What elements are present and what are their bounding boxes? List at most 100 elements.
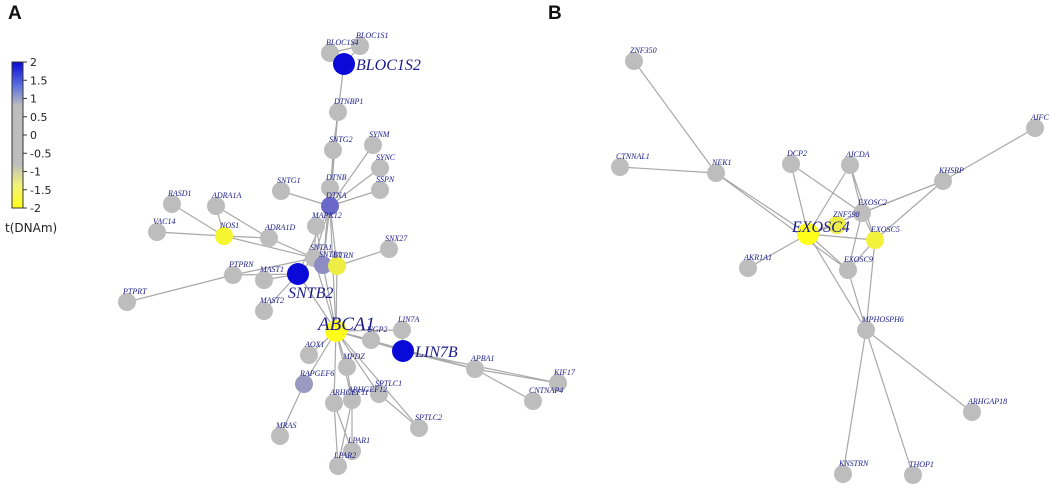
node-sptlc2 <box>410 419 428 437</box>
colorbar-tick-label: 2 <box>30 56 37 69</box>
node-arhgap18 <box>963 403 981 421</box>
node-label-khsrp: KHSRP <box>938 166 964 175</box>
node-akr1a1 <box>739 259 757 277</box>
edge-exosc4-akr1a1 <box>747 233 809 269</box>
edge-abca1-arhgef11 <box>333 330 337 404</box>
node-label-znf598: ZNF598 <box>833 210 860 219</box>
node-mphosph6 <box>857 321 875 339</box>
node-label-sptlc2: SPTLC2 <box>415 413 442 422</box>
node-ptprt <box>118 293 136 311</box>
colorbar: 21.510.50-0.5-1-1.5-2 t(DNAm) <box>5 56 57 235</box>
node-label-znf350: ZNF350 <box>630 46 657 55</box>
node-label-cntnap4: CNTNAP4 <box>529 386 563 395</box>
node-sntb2 <box>287 263 309 285</box>
edge-aicda-exosc4 <box>807 164 851 235</box>
node-label-nos1: NOS1 <box>219 221 239 230</box>
node-label-ptprn: PTPRN <box>228 260 254 269</box>
node-label-abca1: ABCA1 <box>316 314 375 335</box>
edge-dcp2-exosc4 <box>790 163 809 235</box>
edge-exosc4-mphosph6 <box>807 233 867 331</box>
node-label-lpar1: LPAR1 <box>347 436 370 445</box>
node-sptlc1 <box>370 385 388 403</box>
edge-dtna-utrn <box>329 205 338 267</box>
colorbar-tick-label: 1 <box>30 93 37 106</box>
edge-arhgef12-lpar2 <box>337 399 353 467</box>
edge-exosc9-mphosph6 <box>847 269 867 331</box>
node-label-utrn: UTRN <box>333 251 354 260</box>
node-sync <box>371 159 389 177</box>
node-dtna <box>321 197 339 215</box>
edge-exosc5-mphosph6 <box>865 239 876 331</box>
panel-b-letter: B <box>548 3 562 24</box>
edge-ctnnal1-nek1 <box>619 166 717 174</box>
edge-nek1-exosc9 <box>715 172 849 271</box>
node-bloc1s1 <box>351 37 369 55</box>
node-label-sntg1: SNTG1 <box>277 176 301 185</box>
node-mapk12 <box>307 217 325 235</box>
node-label-dtnb: DTNB <box>325 173 347 182</box>
edge-khsrp-exosc2 <box>861 180 944 214</box>
node-label-lin7a: LIN7A <box>397 315 419 324</box>
colorbar-tick-label: -1 <box>30 166 41 179</box>
edge-ptprn-ptprt <box>126 274 234 303</box>
node-label-snta1: SNTA1 <box>310 243 332 252</box>
colorbar-title: t(DNAm) <box>5 221 57 235</box>
node-sspn <box>371 181 389 199</box>
node-adra1a <box>207 197 225 215</box>
node-vac14 <box>148 223 166 241</box>
node-label-apba1: APBA1 <box>470 354 495 363</box>
edge-aicda-exosc5 <box>849 164 876 241</box>
edge-dtna-sntb2 <box>297 205 331 275</box>
node-exosc4 <box>797 223 819 245</box>
node-label-arhgef11: ARHGEF11 <box>329 388 369 397</box>
node-label-exosc5: EXOSC5 <box>870 225 900 234</box>
node-lpar2 <box>329 457 347 475</box>
node-label-arhgap18: ARHGAP18 <box>967 397 1007 406</box>
node-thop1 <box>904 466 922 484</box>
node-label-lpar2: LPAR2 <box>333 451 356 460</box>
panel-a-letter: A <box>8 3 22 24</box>
node-sntb1 <box>314 256 332 274</box>
edge-exosc4-exosc5 <box>807 233 876 241</box>
node-label-exosc9: EXOSC9 <box>843 255 873 264</box>
node-dtnbp1 <box>329 103 347 121</box>
colorbar-tick-label: -2 <box>30 202 41 215</box>
node-label-mphosph6: MPHOSPH6 <box>861 315 904 324</box>
node-label-akr1a1: AKR1A1 <box>743 253 772 262</box>
node-arhgef11 <box>325 394 343 412</box>
node-mpdz <box>338 358 356 376</box>
node-label-mapk12: MAPK12 <box>311 211 342 220</box>
node-mast1 <box>255 271 273 289</box>
node-nos1 <box>215 227 233 245</box>
node-label-adra1a: ADRA1A <box>211 191 241 200</box>
node-lin7a <box>393 321 411 339</box>
node-label-kif17: KIF17 <box>553 368 576 377</box>
colorbar-ticks: 21.510.50-0.5-1-1.5-2 <box>23 56 51 215</box>
node-label-aifc: AIFC <box>1030 113 1049 122</box>
edge-rasd1-nos1 <box>171 203 225 237</box>
node-label-ugp2: UGP2 <box>367 325 387 334</box>
node-label-vac14: VAC14 <box>153 217 176 226</box>
node-label-dtnbp1: DTNBP1 <box>333 97 363 106</box>
node-lpar1 <box>343 442 361 460</box>
node-label-sync: SYNC <box>376 153 396 162</box>
node-label-lin7b: LIN7B <box>414 344 458 361</box>
node-sntg2 <box>324 141 342 159</box>
node-bloc1s4 <box>321 44 339 62</box>
node-label-bloc1s1: BLOC1S1 <box>356 31 388 40</box>
node-mras <box>271 427 289 445</box>
node-aox1 <box>300 346 318 364</box>
node-ugp2 <box>362 331 380 349</box>
node-label-adra1d: ADRA1D <box>264 223 295 232</box>
node-label-nek1: NEK1 <box>711 158 732 167</box>
edge-abca1-sptlc1 <box>335 330 380 395</box>
node-ctnnal1 <box>611 158 629 176</box>
node-label-aox1: AOX1 <box>304 340 325 349</box>
node-mast2 <box>255 302 273 320</box>
edge-adra1a-adra1d <box>215 205 270 239</box>
node-nek1 <box>707 164 725 182</box>
edge-khsrp-exosc5 <box>874 180 944 241</box>
